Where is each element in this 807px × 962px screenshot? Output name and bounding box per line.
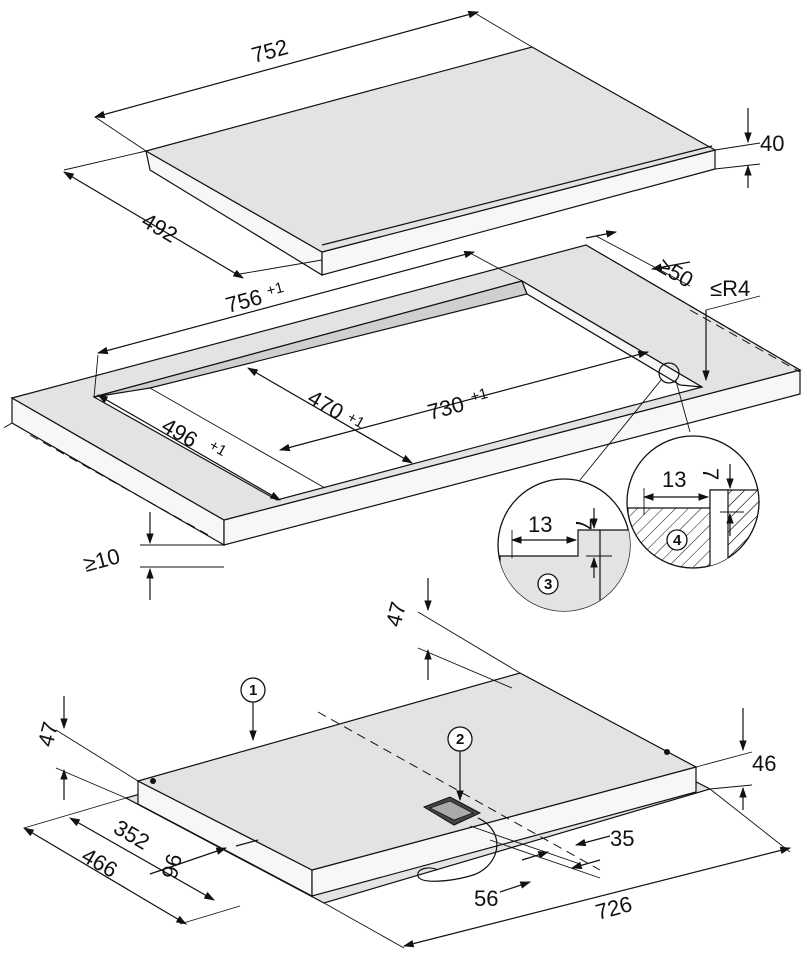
marker-1-label: 1 (249, 682, 257, 699)
rear-clearance-dimension (650, 261, 691, 271)
detail-3-vertical: 7 (571, 518, 596, 530)
cutout-overall-width-dimension (96, 250, 476, 355)
hob-width-dimension (93, 10, 480, 119)
worktop-cutout-view: 756 +1 496 +1 470 +1 730 +1 ≥50 ≤R4 ≥10 (0, 230, 802, 600)
hob-width-label: 752 (249, 34, 291, 68)
marker-2-label: 2 (456, 731, 464, 748)
cutout-overall-width-tol: +1 (265, 279, 286, 300)
cutout-inner-width-label: 730 (425, 391, 467, 425)
hob-depth-label: 492 (138, 208, 182, 248)
detail-3-marker-label: 3 (544, 576, 552, 593)
cutout-overall-depth-dimension (97, 394, 281, 501)
cutout-rear-rebate (93, 280, 528, 398)
dimension-35-label: 35 (610, 826, 634, 851)
dimension-35 (574, 835, 611, 847)
dimension-352-label: 352 (110, 815, 154, 855)
hob-glass-surface (144, 46, 717, 253)
cutout-inner-width-dimension (278, 350, 650, 452)
dimension-56-label: 56 (474, 886, 498, 911)
underside-width-dimension (402, 846, 792, 948)
detail-4: 13 7 4 (626, 435, 760, 569)
right-height-label: 46 (752, 751, 776, 776)
dimension-96-label: 96 (157, 851, 187, 881)
detail-3: 13 7 3 (497, 478, 631, 612)
hob-height-label: 40 (760, 131, 784, 156)
hob-front-bevel (321, 145, 713, 246)
corner-radius-label: ≤R4 (710, 276, 750, 301)
detail-4-horizontal: 13 (662, 467, 686, 492)
rear-height-label: 47 (381, 599, 411, 629)
corner-zoom-circle (658, 362, 680, 384)
detail-3-horizontal: 13 (528, 512, 552, 537)
detail-4-marker (666, 529, 688, 551)
left-height-label: 47 (33, 719, 63, 749)
cutout-overall-width-label: 756 (223, 284, 265, 318)
dimension-352 (69, 817, 215, 901)
detail-4-vertical: 7 (698, 468, 723, 480)
cutout-inner-width-tol: +1 (469, 385, 490, 406)
cutout-inner-depth-tol: +1 (344, 409, 367, 432)
cutout-overall-depth-tol: +1 (206, 437, 229, 460)
underside-depth-label: 466 (78, 843, 122, 883)
hob-underside-view: 1 2 47 47 46 726 466 (23, 578, 792, 949)
hob-top-view: 752 492 40 (63, 10, 784, 279)
detail-3-marker (537, 573, 559, 595)
rear-clearance-label: ≥50 (654, 253, 698, 293)
detail-4-marker-label: 4 (673, 532, 682, 549)
worktop-thickness-label: ≥10 (81, 543, 123, 577)
dimension-56 (570, 859, 601, 869)
cutout-inner-depth-label: 470 (304, 385, 348, 425)
